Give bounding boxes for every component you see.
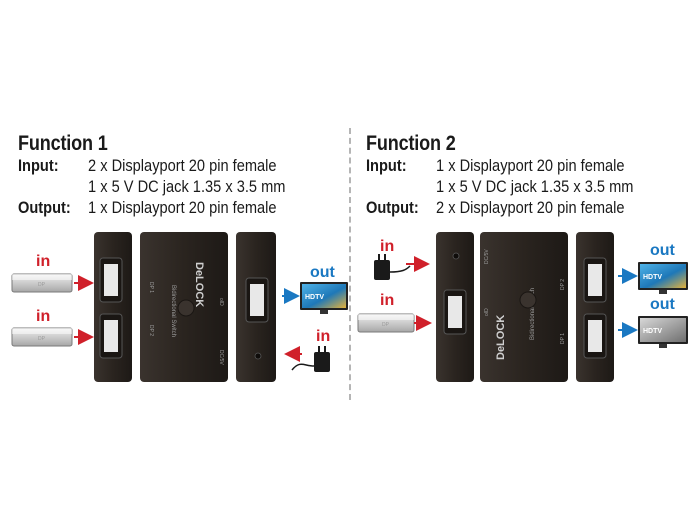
function-1-output-key: Output:: [18, 198, 71, 217]
function-1-input-line-1: 2 x Displayport 20 pin female: [88, 156, 277, 175]
plug-label: DP: [382, 322, 390, 328]
monitor-2: HDTV: [638, 262, 688, 294]
function-1-input-key: Input:: [18, 156, 59, 175]
model-text: Bidirectional Switch: [170, 285, 176, 337]
monitor-3: HDTV: [638, 316, 688, 348]
function-2-input-line-1: 1 x Displayport 20 pin female: [436, 156, 625, 175]
function-1-block: Function 1: [18, 132, 122, 156]
port-label-out: oID: [484, 308, 490, 316]
function-1-specs: Input: 2 x Displayport 20 pin female 1 x…: [18, 156, 348, 220]
device-side-inputs: [94, 232, 132, 382]
port-label-dc: DC/5V: [218, 350, 224, 365]
label-in-power-2: in: [380, 238, 395, 255]
function-2-output-key: Output:: [366, 198, 419, 217]
plug-label: DP: [38, 282, 46, 288]
dp-plug-2: DP: [11, 327, 73, 347]
function-2-title: Function 2: [366, 132, 456, 155]
brand-logo: DeLOCK: [193, 262, 205, 307]
dashed-divider: [349, 128, 351, 400]
device-side-input-2: [436, 232, 474, 382]
model-text: Bidirectional Switch: [530, 288, 536, 340]
port-label-out: oID: [218, 298, 224, 306]
port-label-dp1: DP 1: [148, 282, 154, 293]
plug-label: DP: [38, 336, 46, 342]
device-side-output: [236, 232, 276, 382]
port-label-dp2: DP 2: [560, 279, 566, 290]
power-adapter-1: [291, 346, 330, 372]
monitor-text: HDTV: [643, 328, 662, 335]
device-side-outputs-2: [576, 232, 614, 382]
function-2-input-line-2: 1 x 5 V DC jack 1.35 x 3.5 mm: [436, 177, 634, 196]
monitor-1: HDTV: [300, 282, 348, 314]
label-in-power-1: in: [316, 328, 331, 345]
monitor-text: HDTV: [643, 274, 662, 281]
monitor-text: HDTV: [305, 294, 324, 301]
power-adapter-2: [374, 254, 411, 280]
function-2-specs: Input: 1 x Displayport 20 pin female 1 x…: [366, 156, 696, 220]
function-1-output-line-1: 1 x Displayport 20 pin female: [88, 198, 277, 217]
label-in-1: in: [36, 253, 51, 270]
dp-plug-1: DP: [11, 273, 73, 293]
function-2-block: Function 2: [366, 132, 470, 156]
brand-logo: DeLOCK: [495, 315, 507, 360]
port-label-dc: DC/5V: [484, 249, 490, 264]
device-top-2: DeLOCK Bidirectional Switch DC/5V oID DP…: [480, 232, 568, 382]
label-out-1: out: [310, 264, 335, 281]
label-in-dp: in: [380, 292, 395, 309]
function-1-title: Function 1: [18, 132, 108, 155]
dp-plug-3: DP: [357, 313, 415, 333]
function-2-input-key: Input:: [366, 156, 407, 175]
label-out-3: out: [650, 296, 675, 313]
port-label-dp1: DP 1: [560, 333, 566, 344]
function-2-output-line-1: 2 x Displayport 20 pin female: [436, 198, 625, 217]
label-in-2: in: [36, 308, 51, 325]
port-label-dp2: DP 2: [148, 325, 154, 336]
device-top-1: DeLOCK Bidirectional Switch DP 1 DP 2 oI…: [140, 232, 228, 382]
function-1-input-line-2: 1 x 5 V DC jack 1.35 x 3.5 mm: [88, 177, 286, 196]
label-out-2: out: [650, 242, 675, 259]
